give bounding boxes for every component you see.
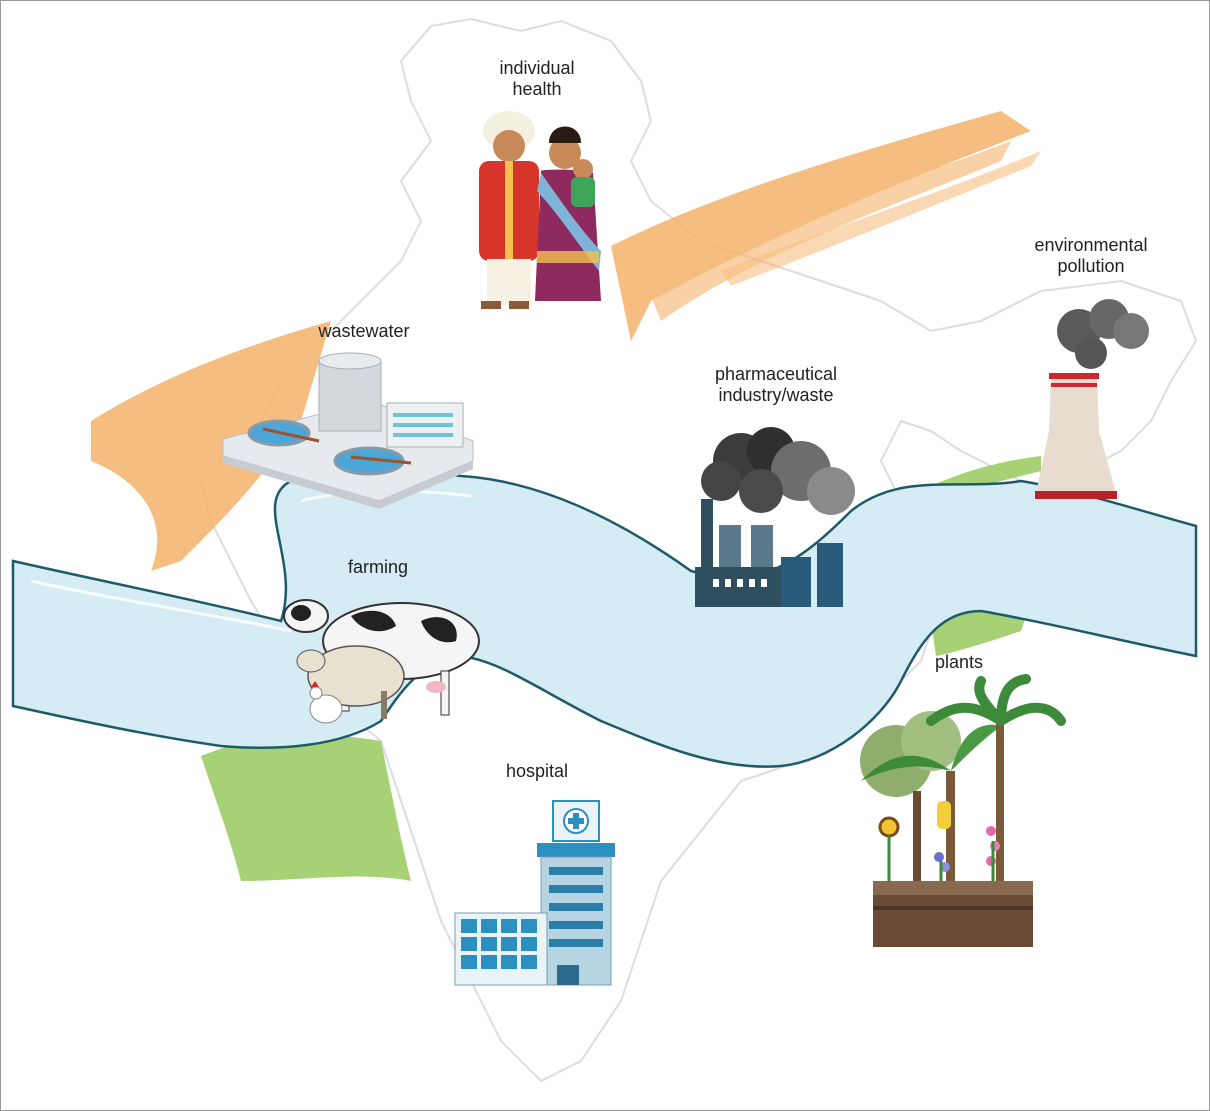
label-environmental-pollution: environmental pollution	[1011, 235, 1171, 277]
label-pharmaceutical-line2: industry/waste	[718, 385, 834, 405]
label-individual-health-line2: health	[512, 79, 562, 99]
family-icon	[479, 111, 601, 309]
label-hospital: hospital	[505, 761, 569, 781]
label-pharmaceutical-line1: pharmaceutical	[714, 364, 838, 384]
label-environmental-pollution-line1: environmental	[1034, 235, 1148, 255]
label-wastewater: wastewater	[318, 321, 410, 341]
label-farming: farming	[347, 557, 409, 577]
label-pharmaceutical: pharmaceutical industry/waste	[693, 364, 859, 406]
livestock-icon	[283, 599, 480, 724]
wastewater-plant-icon	[222, 352, 474, 509]
orange-brush-strokes	[91, 111, 1041, 571]
power-plant-icon	[1035, 299, 1149, 499]
label-environmental-pollution-line2: pollution	[1057, 256, 1125, 276]
plants-icon	[860, 674, 1066, 947]
label-individual-health: individual health	[476, 58, 598, 100]
factory-icon	[695, 427, 855, 607]
label-plants: plants	[934, 652, 984, 672]
label-individual-health-line1: individual	[499, 58, 575, 78]
hospital-icon	[454, 800, 615, 986]
